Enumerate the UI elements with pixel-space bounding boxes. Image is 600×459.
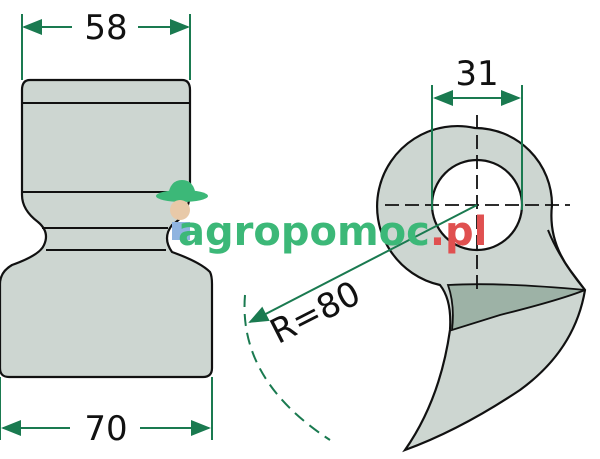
- dimension-bottom-width: 70: [84, 409, 127, 449]
- dimension-top-width: 58: [84, 8, 127, 48]
- edge-line: [547, 229, 586, 291]
- watermark-logo: agropomoc.pl: [156, 180, 487, 255]
- radius-arc: [243, 294, 331, 441]
- blade-band: [446, 283, 586, 332]
- dimension-hole-diameter: 31: [455, 54, 498, 94]
- dimension-radius: R=80: [264, 273, 367, 352]
- radius-leader: [248, 204, 478, 323]
- watermark-text: agropomoc.pl: [178, 209, 487, 255]
